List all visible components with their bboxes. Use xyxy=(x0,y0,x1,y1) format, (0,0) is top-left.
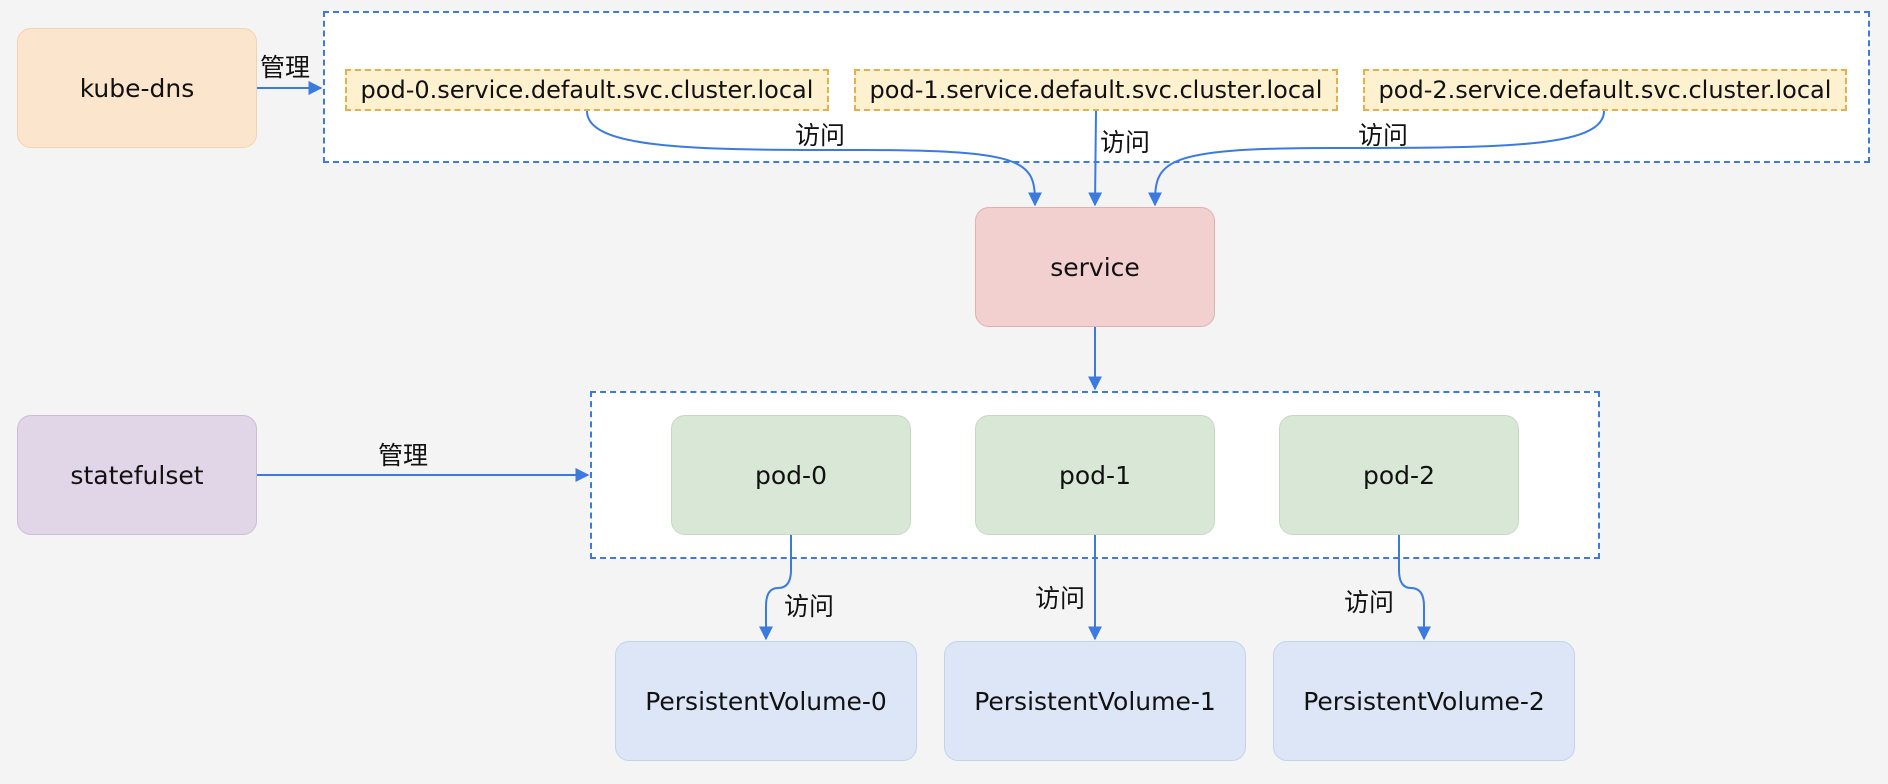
dns-record: pod-1.service.default.svc.cluster.local xyxy=(854,69,1338,111)
edge-record-0-access xyxy=(586,110,1042,207)
persistent-volume-node: PersistentVolume-1 xyxy=(944,641,1246,761)
edge-pod-2-access xyxy=(1398,535,1431,641)
service-node: service xyxy=(975,207,1215,327)
edge-record-2-access xyxy=(1148,110,1605,207)
statefulset-node: statefulset xyxy=(17,415,257,535)
edge-label-access: 访问 xyxy=(784,592,835,621)
persistent-volume-node: PersistentVolume-2 xyxy=(1273,641,1575,761)
dns-record: pod-2.service.default.svc.cluster.local xyxy=(1363,69,1847,111)
dns-record: pod-0.service.default.svc.cluster.local xyxy=(345,69,829,111)
edge-label-access: 访问 xyxy=(1100,128,1151,157)
edge-label-access: 访问 xyxy=(795,121,846,150)
kube-dns-node: kube-dns xyxy=(17,28,257,148)
edge-label-access: 访问 xyxy=(1358,121,1409,150)
edge-label-manage: 管理 xyxy=(260,53,311,82)
edge-label-access: 访问 xyxy=(1035,584,1086,613)
edge-pod-0-access xyxy=(759,535,792,641)
edge-label-manage: 管理 xyxy=(378,441,429,470)
pod-node: pod-2 xyxy=(1279,415,1519,535)
edge-label-access: 访问 xyxy=(1344,588,1395,617)
pod-node: pod-0 xyxy=(671,415,911,535)
edge-record-1-access xyxy=(1088,110,1103,207)
pod-node: pod-1 xyxy=(975,415,1215,535)
persistent-volume-node: PersistentVolume-0 xyxy=(615,641,917,761)
